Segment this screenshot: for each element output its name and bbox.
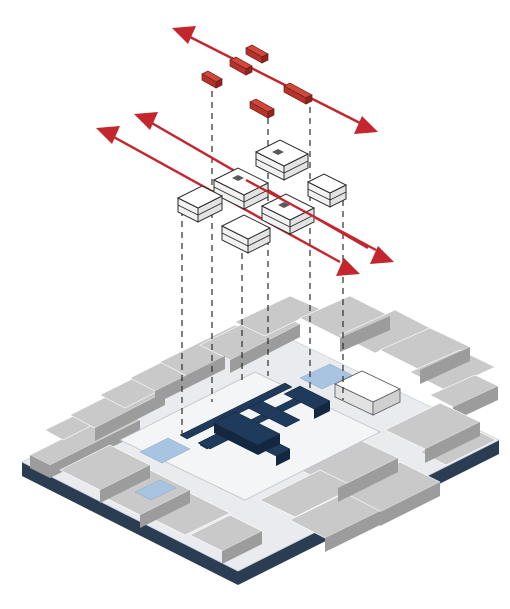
water-feature [139, 437, 191, 464]
arrow-front [245, 178, 377, 252]
water-feature-3 [134, 479, 177, 501]
red-bar-1 [245, 44, 269, 64]
floating-blocks [176, 139, 348, 254]
city-blocks [29, 295, 499, 564]
red-bar-2 [229, 56, 253, 76]
floating-block-f [220, 214, 272, 254]
red-bars [201, 44, 313, 119]
existing-building [334, 370, 401, 416]
arrow-top [172, 26, 378, 134]
floating-block-d [176, 185, 224, 223]
floating-block-c [306, 173, 348, 208]
red-bar-3 [201, 70, 223, 89]
floating-block-a [254, 139, 310, 181]
red-bar-4 [283, 82, 313, 105]
site-model [21, 295, 500, 585]
projection-lines [181, 80, 344, 440]
base-slab-left [22, 462, 238, 585]
red-bar-5 [249, 98, 275, 119]
highlighted-structure [179, 382, 331, 466]
water-feature-2 [299, 363, 353, 390]
